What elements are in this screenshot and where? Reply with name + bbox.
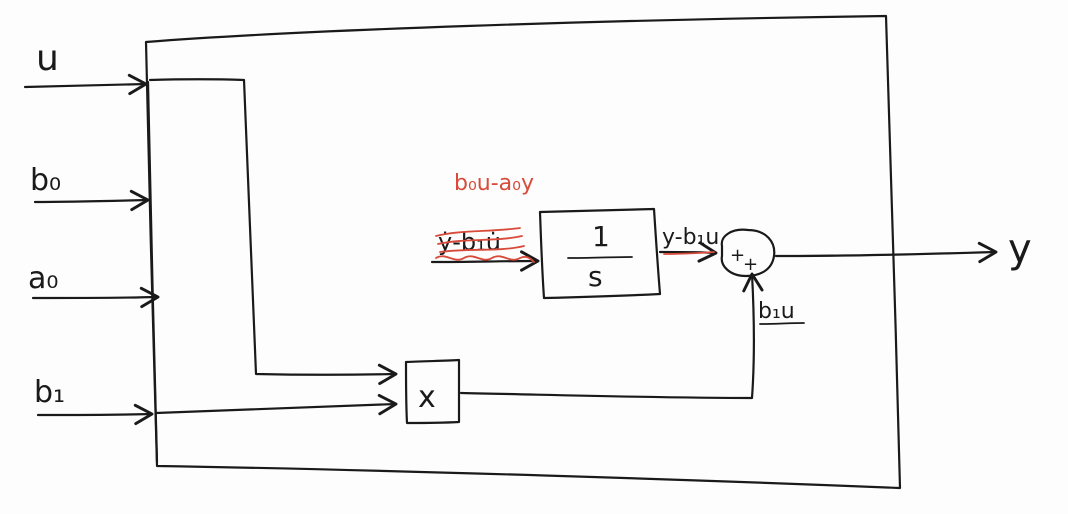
input-arrow-a0 <box>31 286 160 309</box>
input-arrow-b1 <box>36 403 154 426</box>
input-label-u: u <box>36 38 59 79</box>
input-arrow-u <box>23 73 148 96</box>
input-arrow-b0 <box>33 189 150 212</box>
integrator-input-label-corrected: b₀u-a₀y <box>454 171 534 196</box>
multiplier-output-line <box>459 272 764 400</box>
correction-scribble-1 <box>435 227 525 253</box>
sum-top-label-underline <box>663 251 715 255</box>
input-bus-line <box>146 80 159 464</box>
input-label-b0: b₀ <box>30 163 61 198</box>
sum-sign-left: + <box>730 245 745 266</box>
input-label-a0: a₀ <box>28 261 58 296</box>
integrator-block <box>538 207 662 300</box>
sum-bottom-input-label: b₁u <box>758 299 795 324</box>
subsystem-outer-box <box>144 14 902 490</box>
output-arrow-y <box>774 241 998 264</box>
b1-to-multiplier-line <box>154 393 398 416</box>
integrator-input-arrow <box>430 250 540 272</box>
multiplier-symbol: x <box>418 380 436 415</box>
input-label-b1: b₁ <box>34 375 65 410</box>
output-label-y: y <box>1008 226 1032 272</box>
integrator-numerator: 1 <box>592 220 610 253</box>
sum-bottom-label-underline <box>759 322 805 325</box>
integrator-denominator: s <box>588 260 603 293</box>
u-route-line <box>148 78 398 385</box>
sum-block <box>720 228 776 278</box>
sum-sign-bottom: + <box>743 254 758 275</box>
integrator-fraction-bar <box>567 256 633 259</box>
correction-underline-wave <box>435 255 535 263</box>
multiplier-block <box>404 358 461 425</box>
sum-top-input-label: y-b₁u <box>662 225 719 250</box>
